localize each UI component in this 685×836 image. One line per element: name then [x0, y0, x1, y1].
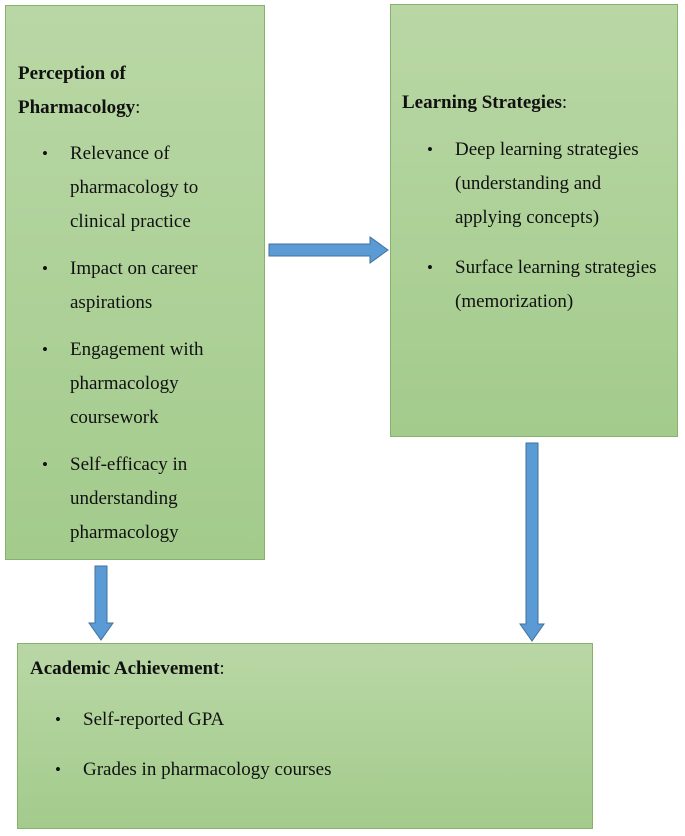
achievement-item: Self-reported GPA	[55, 703, 575, 737]
arrow-down-left-icon	[88, 565, 114, 641]
perception-title: Perception of Pharmacology:	[18, 63, 141, 118]
achievement-item: Grades in pharmacology courses	[55, 753, 575, 787]
learning-list: Deep learning strategies (understanding …	[427, 133, 672, 335]
achievement-title: Academic Achievement:	[30, 658, 225, 679]
learning-title: Learning Strategies:	[402, 92, 568, 113]
perception-item: Self-efficacy in understanding pharmacol…	[42, 448, 257, 550]
achievement-list: Self-reported GPA Grades in pharmacology…	[55, 703, 575, 803]
arrow-right-icon	[268, 236, 389, 264]
learning-item: Deep learning strategies (understanding …	[427, 133, 672, 235]
perception-item: Impact on career aspirations	[42, 252, 257, 320]
perception-list: Relevance of pharmacology to clinical pr…	[42, 137, 257, 563]
arrow-down-right-icon	[519, 442, 545, 642]
learning-item: Surface learning strategies (memorizatio…	[427, 251, 672, 319]
perception-item: Engagement with pharmacology coursework	[42, 333, 257, 435]
perception-box: Perception of Pharmacology: Relevance of…	[5, 5, 265, 560]
learning-box: Learning Strategies: Deep learning strat…	[390, 4, 678, 437]
achievement-box: Academic Achievement: Self-reported GPA …	[17, 643, 593, 829]
perception-item: Relevance of pharmacology to clinical pr…	[42, 137, 257, 239]
